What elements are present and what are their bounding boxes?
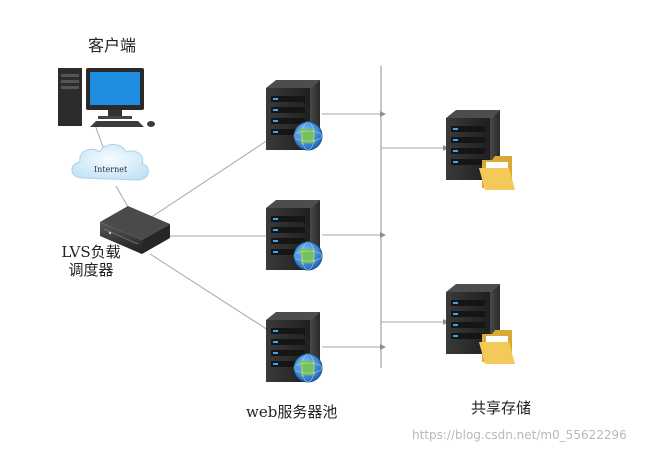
cloud-label: Internet: [94, 165, 128, 174]
storage-server-1-icon: [446, 110, 515, 190]
client-label: 客户端: [88, 36, 137, 55]
arrow-head-web1: [380, 111, 386, 117]
arrow-head-web2: [380, 232, 386, 238]
web-pool-label: web服务器池: [246, 403, 338, 421]
web-server-1-icon: [266, 80, 323, 151]
internet-cloud-icon: Internet: [71, 144, 149, 181]
arrow-heads: [380, 111, 449, 350]
storage-server-2-icon: [446, 284, 515, 364]
web-server-2-icon: [266, 200, 323, 271]
line-lvs-to-web3: [149, 253, 269, 331]
load-balancer-label: LVS负载调度器: [61, 243, 121, 279]
shared-storage-label: 共享存储: [471, 399, 532, 417]
connection-lines: [94, 66, 445, 368]
web-server-3-icon: [266, 312, 323, 383]
client-computer-icon: [58, 68, 155, 127]
arrow-head-web3: [380, 344, 386, 350]
watermark-text: https://blog.csdn.net/m0_55622296: [412, 428, 627, 442]
line-lvs-to-web1: [149, 139, 269, 219]
load-balancer-icon: [100, 206, 170, 254]
